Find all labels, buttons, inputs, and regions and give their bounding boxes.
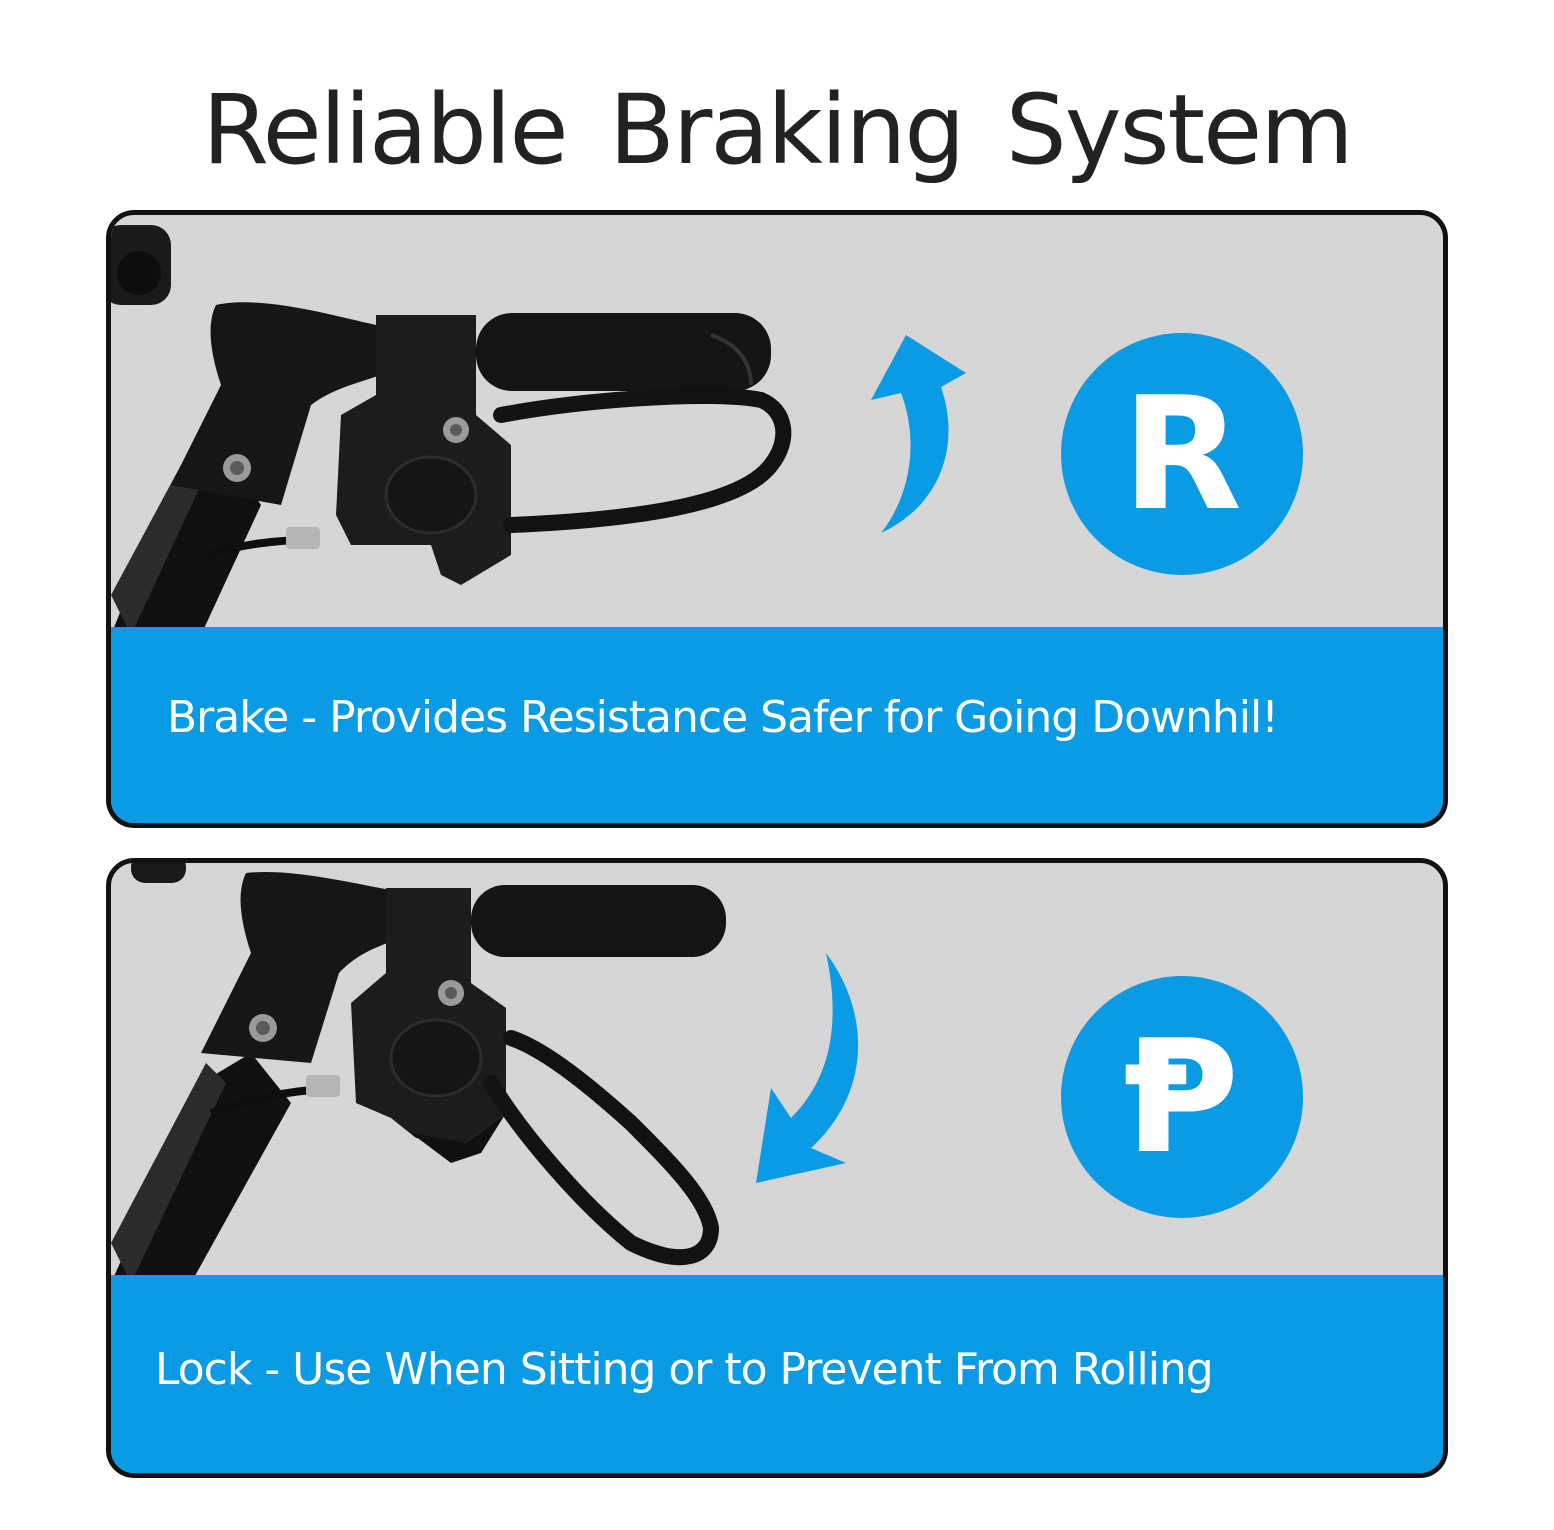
brake-caption: Brake - Provides Resistance Safer for Go… (167, 692, 1279, 743)
lock-caption: Lock - Use When Sitting or to Prevent Fr… (155, 1344, 1214, 1395)
page-title: Reliable Braking System (202, 74, 1354, 186)
lock-panel: Ᵽ Lock - Use When Sitting or to Prevent … (106, 858, 1448, 1478)
lock-caption-band (111, 1275, 1443, 1473)
curved-arrow-up-icon (871, 335, 966, 533)
brake-badge: R (1061, 333, 1303, 575)
brake-caption-band (111, 627, 1443, 823)
curved-arrow-down-icon (756, 953, 859, 1183)
knob-icon (111, 225, 171, 305)
lock-badge: Ᵽ (1061, 976, 1303, 1218)
brake-panel: R Brake - Provides Resistance Safer for … (106, 210, 1448, 828)
brake-handle-illustration (111, 225, 966, 635)
lock-handle-illustration (111, 863, 859, 1283)
